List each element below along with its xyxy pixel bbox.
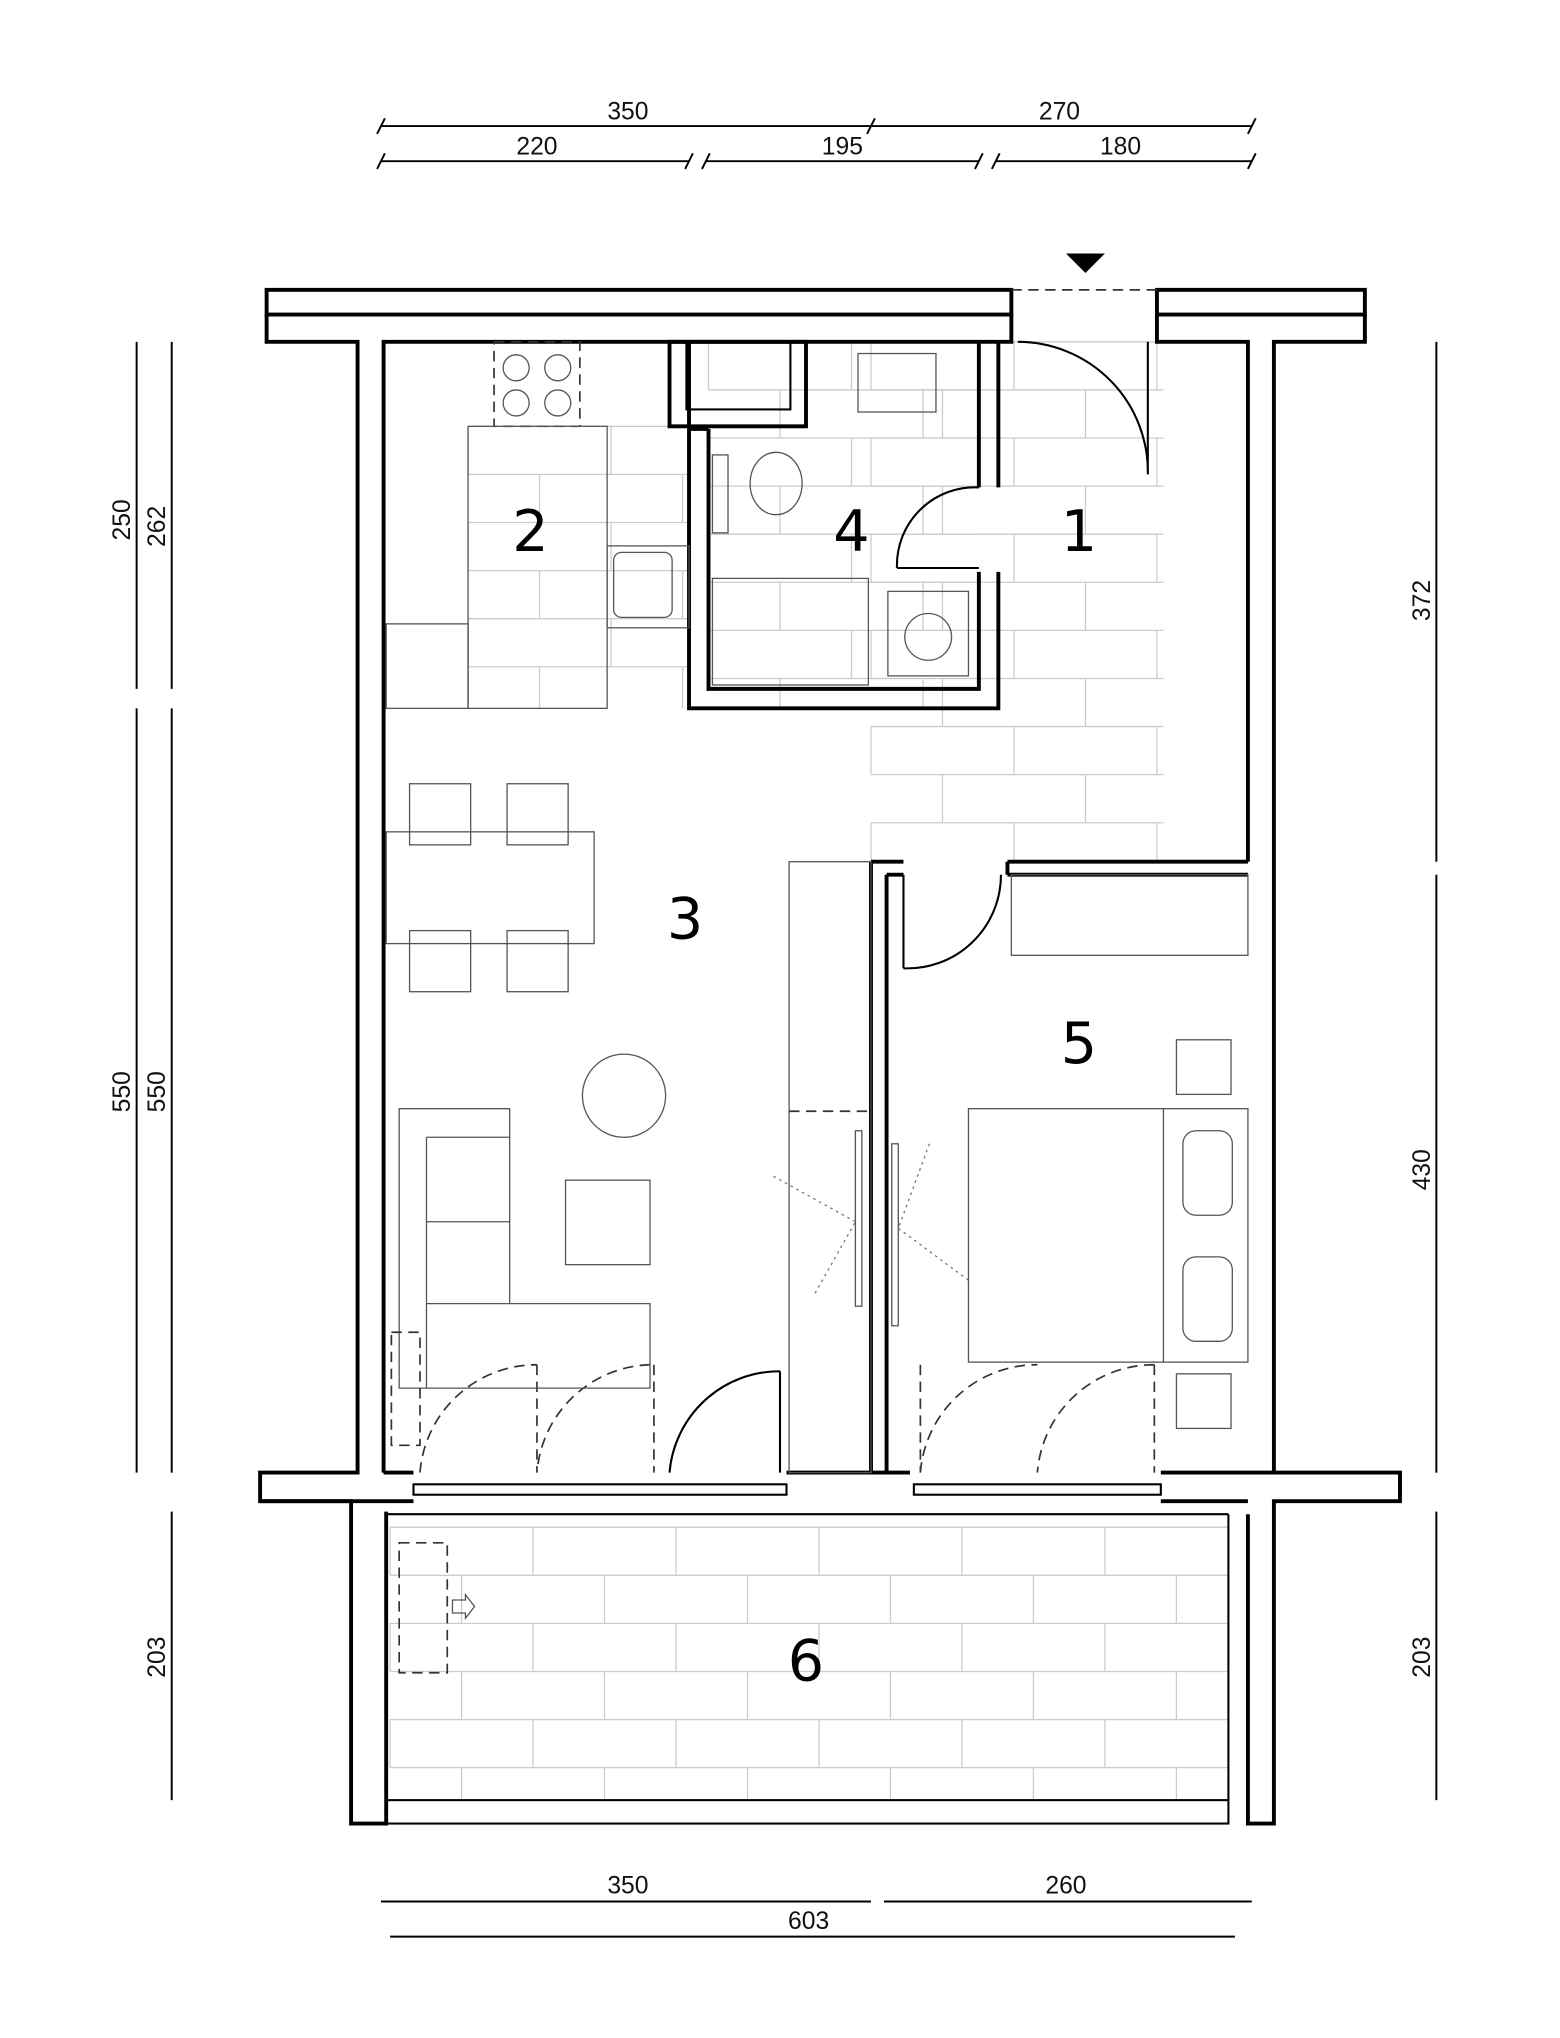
dim-left-203: 203 [144,1637,171,1678]
dim-top-180: 180 [1100,134,1141,161]
toilet [749,451,803,516]
floor-tiles [389,341,1229,1801]
dining-table [385,831,595,945]
room-3-label: 3 [667,886,703,952]
stove [493,340,581,428]
bathtub [711,577,870,686]
walls [258,287,1402,1826]
bathroom-sink [857,352,937,413]
dim-top-350: 350 [607,99,648,126]
room-6-label: 6 [788,1629,824,1695]
room-labels: 1 2 3 4 5 6 [512,499,1097,1694]
dim-right-430: 430 [1409,1149,1436,1190]
dim-left-250: 250 [109,499,136,540]
furniture [385,340,1249,1674]
washing-machine [887,590,970,677]
entrance-arrow-icon [1065,253,1105,273]
dim-right-372: 372 [1409,580,1436,621]
kitchen-counter [467,425,608,710]
windows [412,1483,1162,1496]
dim-bottom-260: 260 [1045,1873,1086,1900]
left-dimensions [135,341,1438,1938]
room-5-label: 5 [1061,1011,1097,1077]
dim-bottom-603: 603 [788,1908,829,1935]
dim-right-203: 203 [1409,1637,1436,1678]
top-dimensions: 350 270 220 195 180 [376,99,1257,170]
dim-top-195: 195 [822,134,863,161]
room-4-label: 4 [833,499,869,565]
dim-top-220: 220 [516,134,557,161]
kitchen-sink [612,551,673,619]
dim-bottom-350: 350 [607,1873,648,1900]
room-2-label: 2 [512,499,548,565]
dim-top-270: 270 [1039,99,1080,126]
room-1-label: 1 [1061,499,1097,565]
dim-left-262: 262 [144,506,171,547]
dim-left-550-inner: 550 [144,1071,171,1112]
wardrobe [788,861,872,1474]
doors [419,340,1156,1473]
dim-left-550-outer: 550 [109,1071,136,1112]
bed [967,1108,1249,1363]
